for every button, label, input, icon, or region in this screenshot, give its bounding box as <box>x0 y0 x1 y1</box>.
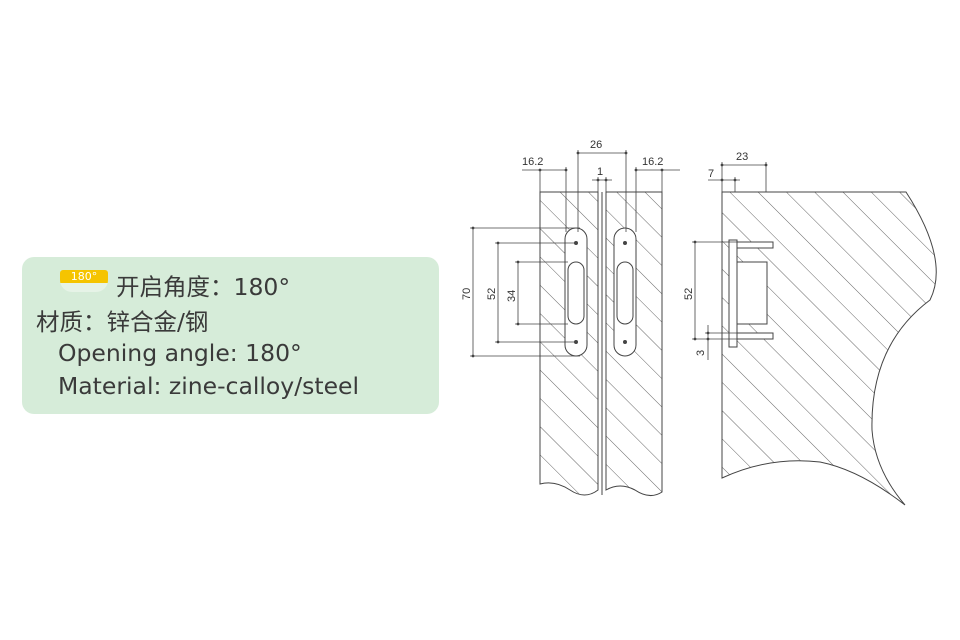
dim-52-right: 52 <box>683 288 695 300</box>
dim-52-left: 52 <box>486 288 498 300</box>
dim-70: 70 <box>461 288 473 300</box>
right-hinge-plate <box>613 227 637 357</box>
left-hinge-plate <box>564 227 588 357</box>
material-cn: 材质：锌合金/钢 <box>36 308 209 336</box>
angle-badge-arc <box>60 283 108 292</box>
opening-angle-en: Opening angle: 180° <box>58 339 302 367</box>
dim-7: 7 <box>708 168 714 180</box>
material-en: Material: zine-calloy/steel <box>58 372 360 400</box>
dim-1: 1 <box>597 166 603 178</box>
dim-26: 26 <box>590 139 602 151</box>
opening-angle-cn: 开启角度：180° <box>116 273 291 301</box>
dim-16-2-left: 16.2 <box>522 156 543 168</box>
angle-badge-label: 180° <box>60 270 108 283</box>
dim-23: 23 <box>736 151 748 163</box>
dimension-lines-left <box>470 150 680 357</box>
dim-16-2-right: 16.2 <box>642 156 663 168</box>
wall-section <box>721 191 937 506</box>
wall-hinge <box>728 239 774 348</box>
angle-badge-icon: 180° <box>60 270 108 292</box>
dim-34: 34 <box>506 290 518 302</box>
dim-3: 3 <box>695 350 707 356</box>
dimension-ticks-right <box>693 163 768 341</box>
dimension-ticks-left <box>471 151 664 358</box>
